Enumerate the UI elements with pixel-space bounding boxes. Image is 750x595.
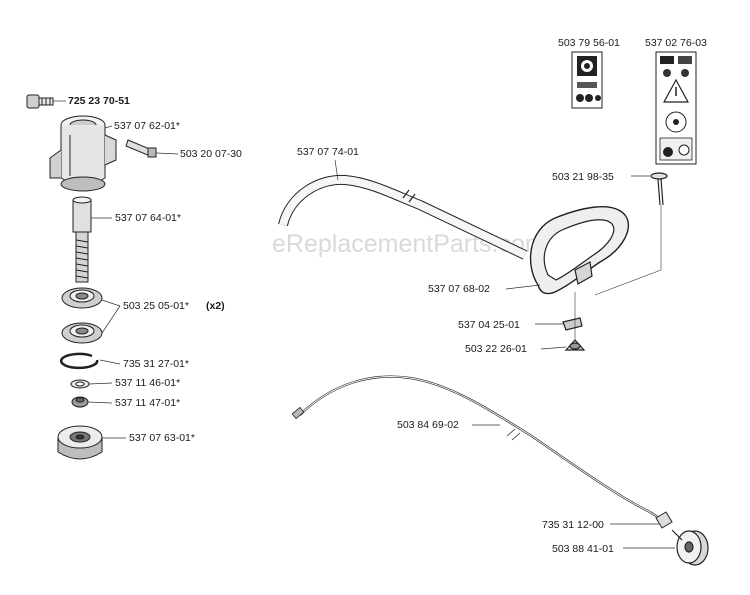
label-735-31-27-01: 735 31 27-01* — [123, 358, 189, 370]
label-725-23-70-51: 725 23 70-51 — [68, 95, 130, 107]
circlip-part — [59, 352, 99, 370]
label-503-88-41-01: 503 88 41-01 — [552, 543, 614, 555]
label-537-04-25-01: 537 04 25-01 — [458, 319, 520, 331]
label-503-20-07-30: 503 20 07-30 — [180, 148, 242, 160]
label-537-07-62-01: 537 07 62-01* — [114, 120, 180, 132]
washer-part — [70, 379, 90, 389]
handle-tube-part — [278, 174, 528, 260]
decal-503-79-56-01 — [571, 51, 603, 109]
label-503-25-05-01: 503 25 05-01* — [123, 300, 189, 312]
label-537-07-63-01: 537 07 63-01* — [129, 432, 195, 444]
bolt-part — [125, 139, 157, 158]
gear-wheel-part — [57, 425, 103, 460]
label-537-07-74-01: 537 07 74-01 — [297, 146, 359, 158]
clip-part — [562, 317, 583, 331]
long-bolt-part — [650, 172, 668, 206]
throttle-cable-part — [291, 375, 669, 525]
label-537-07-64-01: 537 07 64-01* — [115, 212, 181, 224]
label-503-79-56-01: 503 79 56-01 — [558, 37, 620, 49]
adjuster-knob-part — [671, 529, 709, 566]
cable-clip-part — [655, 511, 673, 529]
label-537-11-47-01: 537 11 47-01* — [115, 397, 180, 409]
screw-part — [26, 94, 54, 109]
bearing-lower-part — [61, 322, 103, 344]
label-537-07-68-02: 537 07 68-02 — [428, 283, 490, 295]
left-assembly — [26, 94, 157, 460]
label-503-84-69-02: 503 84 69-02 — [397, 419, 459, 431]
label-537-02-76-03: 537 02 76-03 — [645, 37, 707, 49]
nut-part — [71, 396, 89, 408]
shaft-part — [72, 196, 92, 283]
bearing-upper-part — [61, 287, 103, 309]
wing-nut-part — [564, 339, 586, 351]
label-503-25-05-01-qty: (x2) — [206, 300, 225, 312]
label-537-11-46-01: 537 11 46-01* — [115, 377, 180, 389]
left-leader-lines — [53, 100, 179, 439]
label-503-22-26-01: 503 22 26-01 — [465, 343, 527, 355]
right-leader-lines — [334, 159, 675, 549]
loop-handle-part — [529, 206, 630, 295]
assembly-guide-lines — [574, 205, 662, 340]
label-735-31-12-00: 735 31 12-00 — [542, 519, 604, 531]
decal-537-02-76-03 — [655, 51, 697, 165]
label-503-21-98-35: 503 21 98-35 — [552, 171, 614, 183]
clamp-housing-part — [49, 115, 117, 192]
handle-assembly — [278, 172, 668, 351]
